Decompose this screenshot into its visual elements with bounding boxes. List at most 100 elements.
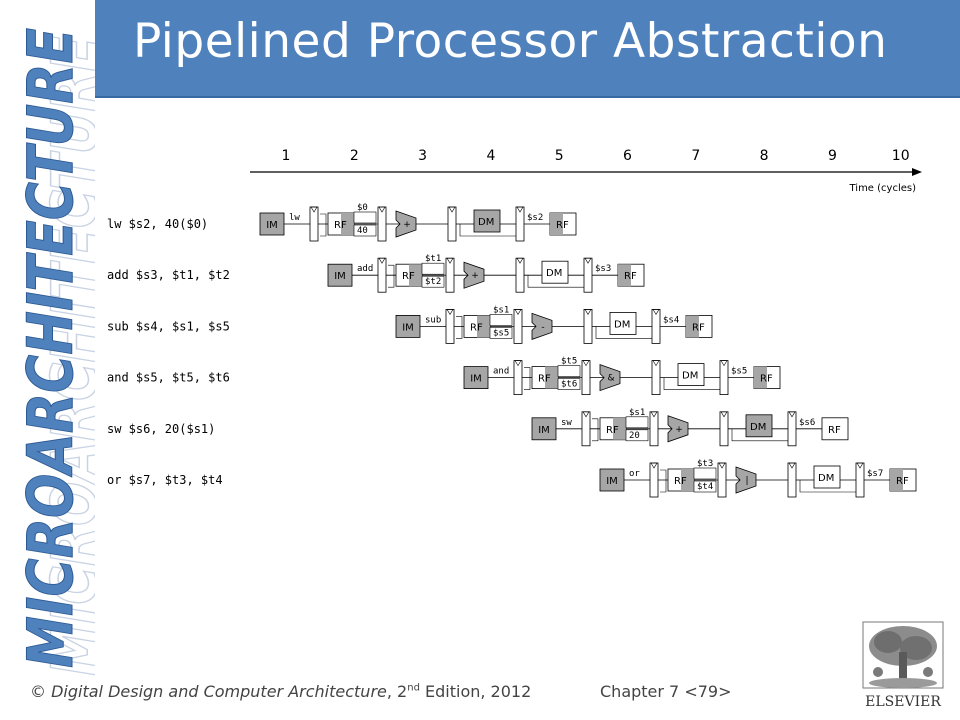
alu-operation: + bbox=[675, 425, 683, 435]
opcode-label: or bbox=[629, 469, 640, 479]
source-operand-box bbox=[421, 275, 445, 288]
im-label: IM bbox=[538, 425, 550, 436]
instruction-text: and $s5, $t5, $t6 bbox=[107, 371, 230, 385]
copyright-symbol: © bbox=[30, 682, 46, 701]
destination-register: $s7 bbox=[867, 469, 883, 479]
cycle-number: 4 bbox=[486, 148, 495, 164]
cycle-number: 2 bbox=[350, 148, 359, 164]
rf-bracket bbox=[456, 316, 463, 339]
register-file-read-shade bbox=[613, 417, 626, 440]
register-file-read-shade bbox=[681, 469, 694, 491]
title-bar: Pipelined Processor Abstraction bbox=[95, 0, 960, 98]
register-file-read-shade bbox=[545, 366, 558, 389]
opcode-label: sub bbox=[425, 315, 441, 325]
clock-marker bbox=[584, 309, 592, 315]
clock-marker bbox=[516, 257, 524, 264]
cycle-number: 6 bbox=[623, 148, 632, 164]
destination-register: $s2 bbox=[527, 213, 543, 223]
source-operand-box bbox=[693, 467, 717, 480]
source-register-2: $t6 bbox=[561, 380, 577, 390]
opcode-label: add bbox=[357, 264, 373, 274]
clock-marker bbox=[448, 206, 456, 213]
slide-title: Pipelined Processor Abstraction bbox=[133, 14, 888, 69]
dm-label: DM bbox=[614, 319, 630, 330]
cycle-number: 3 bbox=[418, 148, 427, 164]
register-file-read-shade bbox=[341, 213, 354, 235]
register-file-write-shade bbox=[754, 366, 767, 389]
instruction-memory-box bbox=[463, 366, 489, 390]
clock-marker bbox=[856, 462, 864, 469]
bypass-wire bbox=[459, 224, 516, 237]
source-register-1: $t5 bbox=[561, 357, 577, 367]
source-register-2: 20 bbox=[629, 431, 640, 441]
opcode-label: sw bbox=[561, 418, 572, 428]
clock-marker bbox=[514, 309, 522, 315]
data-memory-box bbox=[473, 209, 501, 233]
alu-shape bbox=[463, 261, 485, 289]
clock-marker bbox=[652, 309, 660, 315]
destination-register: $s3 bbox=[595, 264, 611, 274]
rf-label: RF bbox=[402, 271, 415, 282]
rf-label: RF bbox=[470, 322, 483, 333]
data-memory-box bbox=[677, 363, 705, 387]
alu-shape bbox=[395, 210, 417, 238]
data-memory-box bbox=[813, 465, 841, 489]
alu-shape bbox=[531, 312, 553, 340]
instruction-text: add $s3, $t1, $t2 bbox=[107, 268, 230, 282]
destination-register: $s5 bbox=[731, 367, 747, 377]
alu-operation: & bbox=[607, 374, 614, 384]
im-label: IM bbox=[334, 271, 346, 282]
clock-marker bbox=[720, 360, 728, 367]
opcode-label: lw bbox=[289, 213, 300, 223]
source-operand-box bbox=[421, 262, 445, 275]
alu-operation: - bbox=[541, 322, 544, 332]
rf-writeback-label: RF bbox=[556, 220, 569, 231]
clock-marker bbox=[516, 206, 524, 213]
instruction-memory-box bbox=[531, 417, 557, 441]
clock-marker bbox=[788, 411, 796, 418]
instruction-text: lw $s2, 40($0) bbox=[107, 217, 208, 231]
source-operand-box bbox=[693, 480, 717, 493]
rf-label: RF bbox=[334, 220, 347, 231]
cycle-number: 1 bbox=[282, 148, 291, 164]
rf-bracket bbox=[320, 213, 327, 237]
register-file-read-shade bbox=[409, 264, 422, 287]
edition-number: 2 bbox=[397, 682, 408, 701]
clock-marker bbox=[584, 257, 592, 264]
edition-year: Edition, 2012 bbox=[425, 682, 532, 701]
source-register-1: $t1 bbox=[425, 254, 441, 264]
alu-shape bbox=[667, 415, 689, 443]
cycle-number: 7 bbox=[691, 148, 700, 164]
rf-writeback-label: RF bbox=[692, 322, 705, 333]
cycle-number: 10 bbox=[892, 148, 910, 164]
im-label: IM bbox=[402, 322, 414, 333]
side-banner: MICROARCHITECTURE MICROARCHITECTURE bbox=[14, 28, 96, 677]
clock-marker bbox=[788, 462, 796, 469]
source-register-2: 40 bbox=[357, 226, 368, 236]
register-file-read-shade bbox=[477, 315, 490, 338]
publisher-name: ELSEVIER bbox=[865, 694, 941, 710]
bypass-wire bbox=[799, 480, 856, 493]
source-operand-box bbox=[489, 327, 513, 339]
source-operand-box bbox=[625, 429, 649, 442]
cycle-number: 5 bbox=[555, 148, 564, 164]
bypass-wire bbox=[527, 275, 584, 288]
clock-marker bbox=[514, 360, 522, 367]
register-file-write bbox=[821, 417, 849, 441]
dm-label: DM bbox=[818, 473, 834, 484]
instruction-text: or $s7, $t3, $t4 bbox=[107, 473, 223, 487]
cycle-number: 8 bbox=[760, 148, 769, 164]
dm-label: DM bbox=[682, 371, 698, 382]
rf-writeback-label: RF bbox=[896, 476, 909, 487]
im-label: IM bbox=[470, 374, 482, 385]
rf-label: RF bbox=[538, 374, 551, 385]
source-register-1: $s1 bbox=[629, 408, 645, 418]
clock-marker bbox=[652, 360, 660, 367]
destination-register: $s4 bbox=[663, 315, 679, 325]
alu-shape bbox=[599, 364, 621, 392]
im-label: IM bbox=[266, 220, 278, 231]
instruction-memory-box bbox=[259, 212, 285, 236]
clock-marker bbox=[720, 411, 728, 418]
alu-operation: + bbox=[471, 271, 479, 281]
